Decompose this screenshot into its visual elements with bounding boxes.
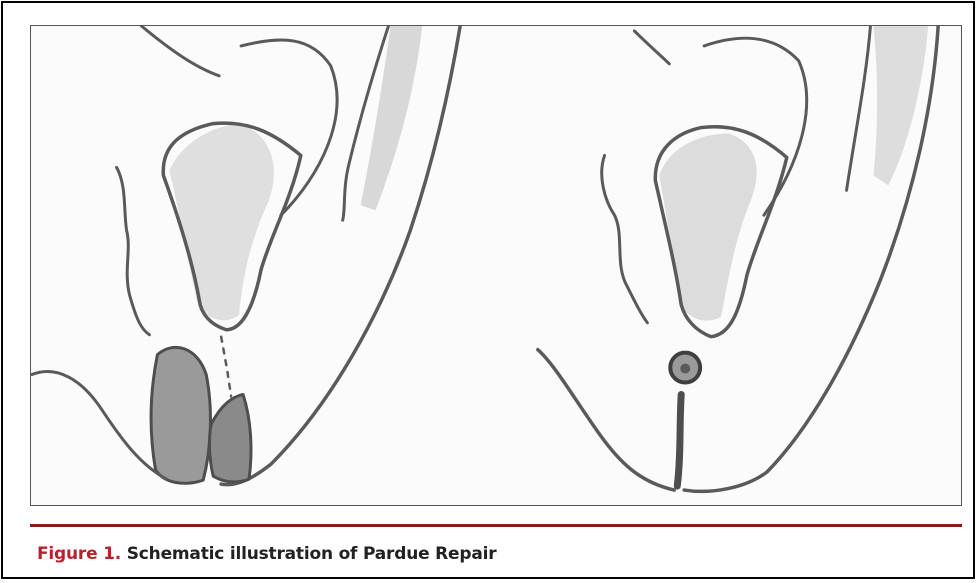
right-lobe-closure-line [677,394,681,486]
illustration-panel [30,25,962,506]
left-lobe-base-curve [32,371,166,479]
right-lobe-base-curve [538,350,674,490]
right-antihelix-curve [602,155,648,322]
left-antitragus-shading [169,124,274,321]
figure-label: Figure 1. [37,544,121,564]
right-helix-upper [634,31,669,64]
caption-divider [30,524,962,527]
left-helix-upper [141,26,219,76]
figure-title: Schematic illustration of Pardue Repair [127,544,497,564]
left-helix-shading [361,26,423,210]
right-ear-after-repair [538,26,938,491]
right-earring-stud-center [680,364,690,374]
left-cleft-dashed-line [221,337,231,397]
right-helix-shading [873,26,928,185]
left-split-lobe-anterior [151,347,210,483]
left-split-lobe-posterior [209,394,251,481]
left-antihelix-curve [117,167,150,334]
figure-caption: Figure 1. Schematic illustration of Pard… [37,544,496,564]
left-ear-before-repair [32,26,460,485]
pardue-repair-sketch [31,26,961,505]
left-helix-rim-outer [221,26,460,485]
right-helix-rim-upper [847,26,871,190]
